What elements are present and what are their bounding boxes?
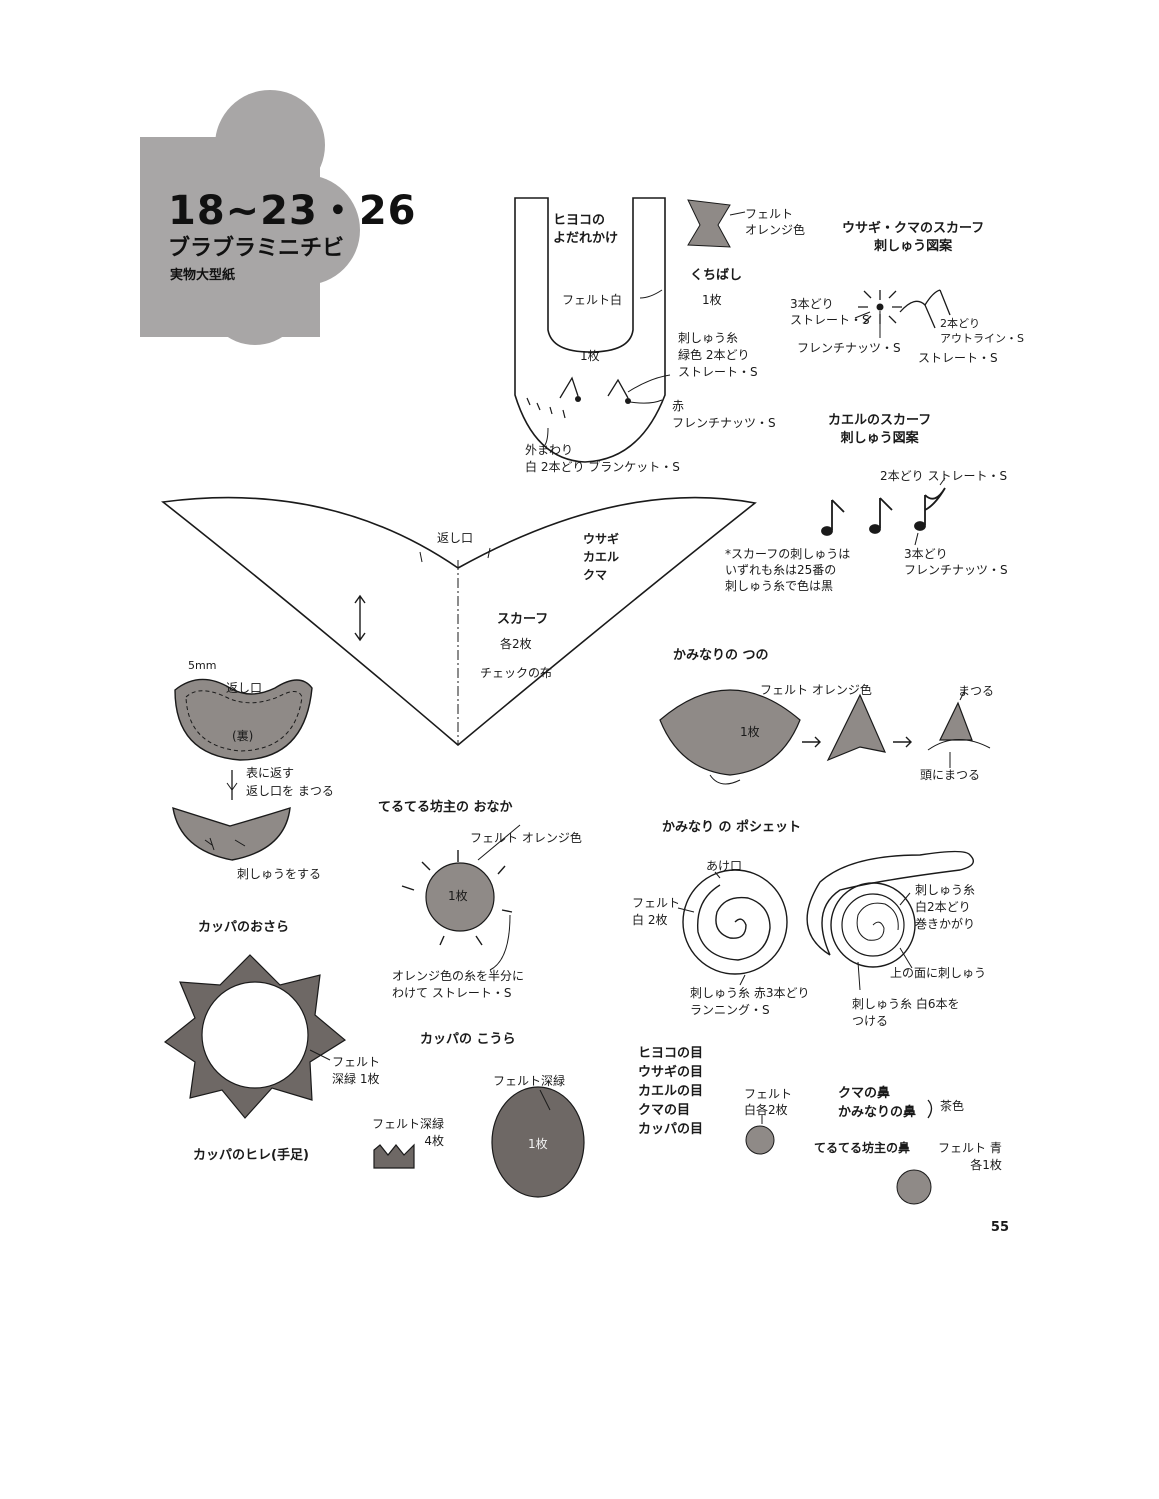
label-felt-orange-horn: フェルト オレンジ色 — [760, 683, 872, 697]
beak-shape — [687, 199, 731, 248]
horn-cone — [826, 693, 887, 762]
label-felt-white2: フェルト 白 2枚 — [632, 896, 681, 927]
label-bib-count: 1枚 — [580, 349, 600, 363]
label-felt-orange: フェルト オレンジ色 — [745, 207, 806, 237]
label-thread-white-wrap: 刺しゅう糸 白2本どり 巻きかがり — [915, 883, 976, 931]
label-thread-green: 刺しゅう糸 緑色 2本どり ストレート・S — [678, 331, 758, 379]
label-eyes-list: ヒヨコの目 ウサギの目 カエルの目 クマの目 カッパの目 — [638, 1046, 704, 1137]
label-akeguchi: あけ口 — [706, 859, 743, 873]
pattern-subtitle: ブラブラミニチビ — [168, 236, 345, 261]
pochette-spiral — [696, 884, 771, 961]
label-teru-nose: てるてる坊主の鼻 — [814, 1141, 911, 1155]
label-three-straight: 3本どり ストレート・S — [790, 297, 870, 327]
label-5mm: 5mm — [188, 659, 217, 672]
label-hiyoko-bib: ヒヨコの よだれかけ — [553, 213, 619, 246]
bear-scarf-embroidery — [858, 289, 951, 329]
horn-felt-shape — [659, 689, 801, 776]
label-kaminari-pochette: かみなり の ポシェット — [662, 820, 802, 835]
label-teru-belly: てるてる坊主の おなか — [378, 800, 513, 815]
belly-rays — [401, 850, 513, 946]
kappa-shell — [491, 1086, 585, 1198]
label-felt-white-each2: フェルト 白各2枚 — [744, 1087, 793, 1117]
label-outer-white: 外まわり 白 2本どり ブランケット・S — [525, 443, 680, 474]
nose-circle — [896, 1169, 932, 1205]
label-usagi-scarf: ウサギ・クマのスカーフ 刺しゅう図案 — [842, 221, 985, 254]
label-bear-nose: クマの鼻 かみなりの鼻 — [838, 1086, 917, 1120]
label-ura: (裏) — [232, 729, 254, 743]
label-each-two: 各2枚 — [500, 637, 532, 651]
label-kappa-osara: カッパのおさら — [198, 920, 290, 935]
label-two-outline: 2本どり アウトライン・S — [940, 317, 1024, 345]
bib-outline — [514, 197, 666, 463]
label-kappa-fins: カッパのヒレ(手足) — [193, 1148, 309, 1163]
label-kappa-koura: カッパの こうら — [420, 1032, 516, 1047]
label-matsuru: まつる — [958, 684, 995, 698]
pochette-strap — [806, 850, 974, 956]
label-felt-darkgreen4: フェルト深緑 4枚 — [372, 1117, 445, 1148]
label-kaeru-scarf: カエルのスカーフ 刺しゅう図案 — [828, 413, 932, 446]
label-scarf-note: *スカーフの刺しゅうは いずれも糸は25番の 刺しゅう糸で色は黒 — [725, 547, 851, 593]
label-kuchibashi: くちばし — [690, 268, 743, 283]
pouch-reverse — [174, 678, 313, 761]
label-kaminari-horn: かみなりの つの — [673, 648, 769, 663]
label-horn-count: 1枚 — [740, 725, 760, 739]
label-check-cloth: チェックの布 — [480, 666, 553, 680]
label-brown: 茶色 — [940, 1099, 965, 1113]
frog-scarf-notes — [821, 487, 946, 536]
label-belly-count: 1枚 — [448, 889, 468, 903]
label-three-french: 3本どり フレンチナッツ・S — [904, 547, 1008, 577]
pattern-caption: 実物大型紙 — [170, 268, 236, 283]
label-felt-blue: フェルト 青 各1枚 — [938, 1141, 1002, 1172]
horn-attached — [939, 701, 973, 741]
label-returning-opening: 返し口 — [437, 531, 474, 545]
label-top-embroider: 上の面に刺しゅう — [890, 966, 987, 980]
pochette-circle — [682, 869, 788, 975]
label-head-matsuru: 頭にまつる — [920, 768, 981, 782]
label-felt-darkgreen: フェルト 深緑 1枚 — [332, 1055, 381, 1086]
label-two-straight: 2本どり ストレート・S — [880, 469, 1008, 483]
pouch-turned — [172, 806, 291, 861]
label-return-opening2: 返し口 — [226, 681, 263, 695]
label-turn-close: 表に返す 返し口を まつる — [246, 766, 334, 798]
scarf-outline — [161, 496, 757, 747]
bib-beak-lines — [559, 376, 629, 399]
bib-stitch-marks — [526, 397, 566, 419]
label-kuchibashi-count: 1枚 — [702, 293, 722, 307]
label-straight: ストレート・S — [918, 351, 998, 365]
label-red-french: 赤 フレンチナッツ・S — [672, 399, 776, 430]
label-thread-white-six: 刺しゅう糸 白6本を つける — [852, 997, 960, 1028]
page-number: 55 — [990, 1220, 1009, 1235]
pochette-finished — [830, 882, 916, 968]
label-felt-white: フェルト白 — [562, 293, 623, 307]
label-scarf-animals: ウサギ カエル クマ — [583, 532, 620, 582]
label-scarf: スカーフ — [497, 612, 549, 627]
label-felt-orange2: フェルト オレンジ色 — [470, 831, 582, 845]
belly-circle — [425, 862, 495, 932]
label-shell-count: 1枚 — [528, 1137, 548, 1151]
label-felt-darkgreen2: フェルト深緑 — [493, 1074, 566, 1088]
label-french-knot: フレンチナッツ・S — [797, 341, 901, 355]
label-embroider: 刺しゅうをする — [237, 867, 322, 881]
pattern-number: 18~23・26 — [168, 188, 417, 234]
label-orange-thread: オレンジ色の糸を半分に わけて ストレート・S — [392, 969, 525, 1000]
flower-header-shape — [140, 90, 360, 345]
kappa-fin — [373, 1143, 415, 1169]
eye-circle — [745, 1125, 775, 1155]
label-thread-red-running: 刺しゅう糸 赤3本どり ランニング・S — [690, 986, 810, 1017]
